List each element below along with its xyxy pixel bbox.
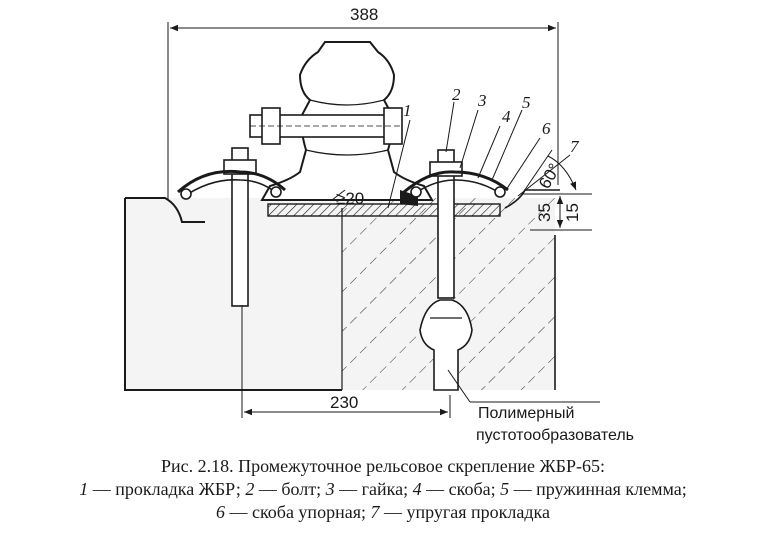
part-number-4: 4 [502,107,511,126]
caption-item-5-number: 5 [500,479,510,499]
figure-caption-title: Рис. 2.18. Промежуточное рельсовое скреп… [161,456,605,476]
sleeper-body [124,189,560,391]
dimension-bottom: 230 [241,305,451,418]
angle-20: ≥20 [331,189,390,208]
caption-item-6-text: — скоба упорная; [224,502,371,522]
caption-item-1-text: — прокладка ЖБР; [88,479,246,499]
void-former-label: Полимерный пустотообразователь [447,369,634,444]
web-bolt [249,107,403,145]
caption-item-2-number: 2 [245,479,255,499]
void-former-label-line2: пустотообразователь [476,427,634,444]
void-former [419,299,473,391]
left-bolt-assembly [177,147,287,307]
figure-caption-line-2: 1 — прокладка ЖБР; 2 — болт; 3 — гайка; … [0,478,766,500]
angle-20-label: ≥20 [336,189,364,208]
part-number-5: 5 [522,93,531,112]
dimension-388-label: 388 [350,5,378,24]
part-number-7: 7 [570,137,580,156]
part-number-1: 1 [403,101,412,120]
caption-item-2-text: — болт; [254,479,326,499]
caption-item-4-number: 4 [412,479,422,499]
part-number-3: 3 [477,91,487,110]
caption-item-6-number: 6 [215,502,225,522]
caption-item-3-text: — гайка; [334,479,413,499]
dimension-230-label: 230 [330,393,358,412]
part-number-2: 2 [452,85,461,104]
rail-fastening-drawing: 388 230 ≥20 35 15 60° 1 2 3 4 5 [124,5,634,444]
caption-item-4-text: — скоба; [421,479,501,499]
height-15-label: 15 [563,203,582,222]
void-former-label-line1: Полимерный [478,405,574,422]
caption-item-5-text: — пружинная клемма; [509,479,687,499]
part-number-6: 6 [542,119,551,138]
caption-item-1-number: 1 [79,479,89,499]
part-leaders: 1 2 3 4 5 6 7 [387,85,580,209]
caption-item-7-text: — упругая прокладка [379,502,551,522]
caption-item-7-number: 7 [370,502,380,522]
height-35-label: 35 [535,203,554,222]
dimension-top: 388 [167,5,559,200]
figure-caption-line-3: 6 — скоба упорная; 7 — упругая прокладка [0,501,766,523]
caption-item-3-number: 3 [325,479,335,499]
base-pad [267,203,501,217]
